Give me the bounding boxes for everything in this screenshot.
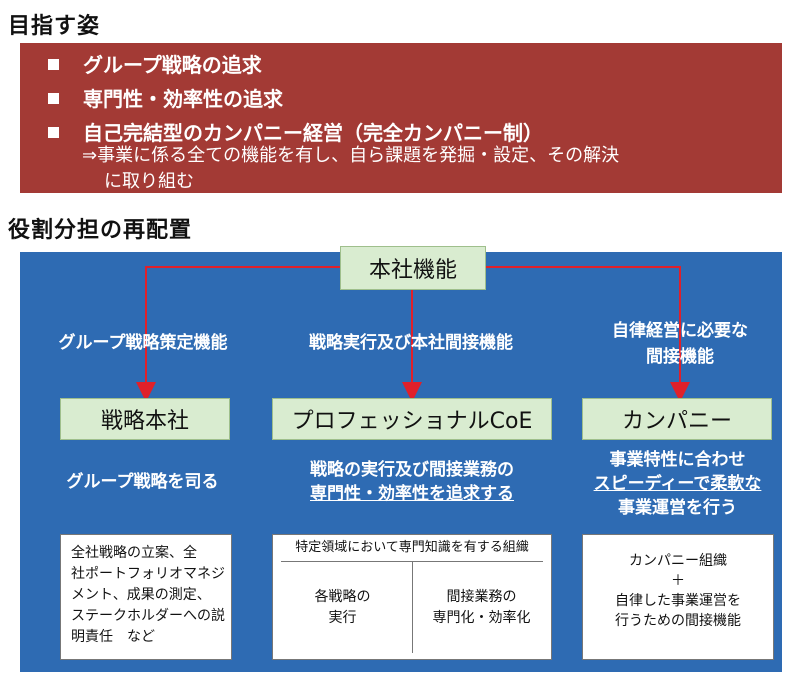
detail-line: ＋	[671, 573, 685, 589]
unit-professional-coe: プロフェッショナルCoE	[272, 398, 552, 440]
arrow-to-company	[486, 266, 690, 402]
function-label-right: 自律経営に必要な 間接機能	[580, 318, 780, 370]
detail-line: 社ポートフォリオマネジ	[71, 566, 225, 582]
detail-box-left: 全社戦略の立案、全 社ポートフォリオマネジ メント、成果の測定、 ステークホルダ…	[60, 534, 232, 660]
goal-item-label: 専門性・効率性の追求	[83, 87, 283, 111]
goal-title: 目指す姿	[8, 14, 101, 39]
unit-strategy-hq: 戦略本社	[60, 398, 230, 440]
goal-box: グループ戦略の追求 専門性・効率性の追求 自己完結型のカンパニー経営（完全カンパ…	[20, 43, 782, 193]
description-line: 事業特性に合わせ	[609, 450, 746, 470]
goal-subtext: ⇒事業に係る全ての機能を有し、自ら課題を発掘・設定、その解決 に取り組む	[82, 143, 762, 195]
bullet-square-icon	[48, 127, 59, 138]
detail-divider	[412, 561, 413, 653]
description-right: 事業特性に合わせ スピーディーで柔軟な 事業運営を行う	[575, 448, 780, 520]
detail-center-col2: 間接業務の 専門化・効率化	[412, 587, 551, 629]
detail-line: 全社戦略の立案、全	[71, 545, 197, 561]
detail-line: カンパニー組織	[629, 553, 727, 569]
description-line: 戦略の実行及び間接業務の	[310, 460, 514, 480]
goal-item: 自己完結型のカンパニー経営（完全カンパニー制）	[48, 117, 543, 146]
detail-line: 明責任 など	[71, 629, 155, 645]
function-label-line: 間接機能	[646, 347, 714, 367]
description-left: グループ戦略を司る	[66, 472, 219, 492]
goal-item-label: 自己完結型のカンパニー経営（完全カンパニー制）	[83, 121, 543, 145]
detail-line: ステークホルダーへの説	[71, 608, 225, 624]
arrow-to-strategy-hq	[136, 266, 340, 402]
bullet-square-icon	[48, 93, 59, 104]
description-line: 事業運営を行う	[618, 498, 737, 518]
detail-line: 行うための間接機能	[615, 613, 741, 629]
function-label-center: 戦略実行及び本社間接機能	[309, 333, 513, 353]
detail-center-col1: 各戦略の 実行	[273, 587, 412, 629]
detail-box-center: 特定領域において専門知識を有する組織 各戦略の 実行 間接業務の 専門化・効率化	[272, 534, 552, 660]
detail-line: メント、成果の測定、	[71, 587, 211, 603]
unit-company: カンパニー	[582, 398, 772, 440]
description-line: 専門性・効率性を追求する	[310, 484, 514, 504]
description-line: スピーディーで柔軟な	[593, 474, 762, 494]
detail-center-header: 特定領域において専門知識を有する組織	[295, 540, 529, 555]
goal-item: グループ戦略の追求	[48, 49, 262, 78]
detail-right-text: カンパニー組織 ＋ 自律した事業運営を 行うための間接機能	[583, 551, 773, 631]
hq-function-box: 本社機能	[340, 246, 486, 290]
detail-box-right: カンパニー組織 ＋ 自律した事業運営を 行うための間接機能	[582, 534, 774, 660]
detail-line: 間接業務の	[446, 589, 517, 605]
role-area: 本社機能 グループ戦略策定機能 戦略実行及び本社間接機能 自律経営に必要な 間接…	[20, 246, 782, 672]
detail-line: 各戦略の	[314, 589, 371, 605]
goal-item-label: グループ戦略の追求	[83, 53, 262, 77]
detail-line: 実行	[328, 610, 357, 626]
bullet-square-icon	[48, 59, 59, 70]
roles-title: 役割分担の再配置	[8, 218, 193, 243]
function-label-line: 自律経営に必要な	[612, 321, 748, 341]
detail-line: 専門化・効率化	[432, 610, 531, 626]
goal-subtext-line: に取り組む	[104, 171, 194, 192]
goal-item: 専門性・効率性の追求	[48, 83, 283, 112]
description-center: 戦略の実行及び間接業務の 専門性・効率性を追求する	[282, 458, 542, 506]
goal-subtext-line: ⇒事業に係る全ての機能を有し、自ら課題を発掘・設定、その解決	[82, 145, 620, 166]
function-label-left: グループ戦略策定機能	[58, 333, 228, 353]
arrow-layer	[136, 266, 690, 402]
detail-line: 自律した事業運営を	[615, 593, 741, 609]
detail-left-text: 全社戦略の立案、全 社ポートフォリオマネジ メント、成果の測定、 ステークホルダ…	[71, 543, 231, 648]
